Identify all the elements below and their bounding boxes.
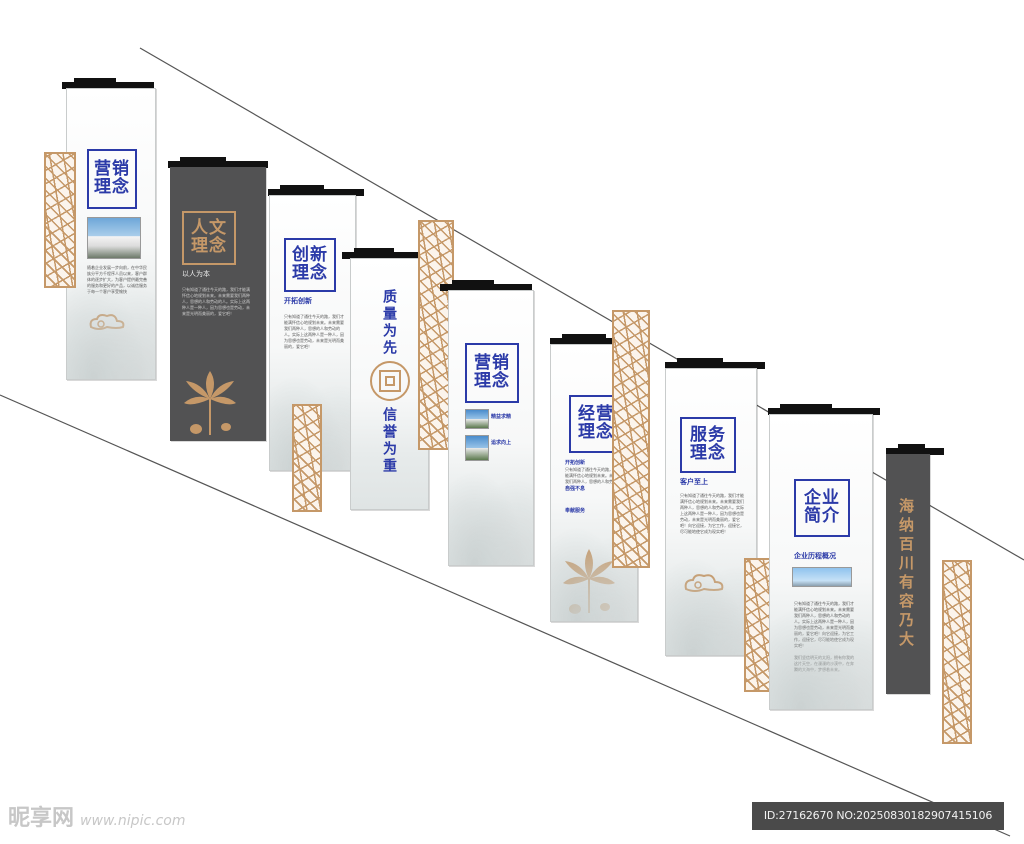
panel-8-title-line2: 简介: [804, 506, 840, 526]
panel-7-title-line2: 理念: [690, 443, 726, 463]
panel-7-title-box: 服务 理念: [680, 417, 736, 473]
panel-2-title-line1: 人文: [191, 218, 227, 239]
lotus-icon: [184, 371, 236, 435]
panel-8-title-box: 企业 简介: [794, 479, 850, 537]
panel-2-title-box: 人文 理念: [182, 211, 236, 265]
panel-marketing-1: 营销 理念 随着企业发展一步向前，在中华民族分平方千程序人员以来，客户群体的逐步…: [66, 88, 156, 380]
lattice-screen-2: [292, 404, 322, 512]
panel-8-top-cap: [768, 404, 880, 415]
panel-5-caption-1: 精益求精: [491, 414, 512, 420]
panel-8-title-line1: 企业: [804, 488, 840, 509]
panel-3-title-box: 创新 理念: [284, 238, 336, 292]
panel-7-landscape: [666, 540, 756, 655]
panel-2-title-line2: 理念: [191, 236, 227, 256]
panel-4-vertical-motto-top: 质量为先: [381, 289, 397, 357]
upper-stair-line: [139, 47, 1024, 561]
panel-7-body-text: 只有知道了通往今天的路，我们才能满怀信心地规划未来。未来需要我们两种人，思想的人…: [680, 493, 744, 534]
panel-2-subtitle: 以人为本: [182, 270, 210, 278]
panel-5-top-cap: [440, 280, 532, 291]
panel-3-title-line2: 理念: [292, 263, 328, 283]
panel-3-top-cap: [268, 185, 364, 196]
panel-6-subtitle-1: 开拓创新: [565, 460, 586, 466]
panel-7-title-line1: 服务: [690, 425, 726, 446]
panel-6-title-line2: 理念: [578, 422, 614, 442]
panel-3-subtitle: 开拓创新: [284, 297, 312, 305]
panel-5-photo-1: [465, 409, 489, 429]
panel-7-subtitle: 客户至上: [680, 478, 708, 486]
panel-5-title-line1: 营销: [474, 353, 510, 374]
panel-1-title-line1: 营销: [94, 159, 130, 180]
panel-8-subtitle: 企业历程概况: [794, 552, 836, 560]
panel-9-vertical-motto: 海纳百川有容乃大: [897, 498, 915, 650]
panel-1-top-cap: [62, 78, 154, 89]
panel-marketing-2: 营销 理念 精益求精 追求向上: [448, 290, 534, 566]
lattice-screen-3: [418, 220, 454, 450]
panel-quality: 质量为先 信誉为重: [350, 258, 429, 510]
panel-1-landscape: [67, 263, 155, 379]
panel-2-top-cap: [168, 157, 268, 168]
panel-6-title-line1: 经营: [578, 404, 614, 425]
watermark-logo: 昵享网 www.nipic.com: [8, 800, 186, 832]
panel-3-body-text: 只有知道了通往今天的路，我们才能满怀信心地规划未来。未来需要我们两种人，思想的人…: [284, 314, 344, 349]
panel-7-top-cap: [665, 358, 765, 369]
lattice-screen-1: [44, 152, 76, 288]
lower-stair-line: [0, 394, 1011, 837]
panel-innovation: 创新 理念 开拓创新 只有知道了通往今天的路，我们才能满怀信心地规划未来。未来需…: [269, 195, 356, 471]
panel-5-caption-2: 追求向上: [491, 440, 512, 446]
panel-service: 服务 理念 客户至上 只有知道了通往今天的路，我们才能满怀信心地规划未来。未来需…: [665, 368, 757, 656]
panel-4-vertical-motto-bottom: 信誉为重: [381, 407, 397, 475]
chinese-knot-icon: [370, 361, 410, 401]
panel-1-title-box: 营销 理念: [87, 149, 137, 209]
lattice-screen-4: [612, 310, 650, 568]
image-id-bar: ID:27162670 NO:20250830182907415106: [752, 802, 1004, 830]
panel-8-banner-photo: [792, 567, 852, 587]
panel-motto: 海纳百川有容乃大: [886, 454, 930, 694]
panel-1-title-line2: 理念: [94, 177, 130, 197]
panel-5-title-line2: 理念: [474, 371, 510, 391]
panel-6-title-box: 经营 理念: [569, 395, 623, 453]
panel-humanity: 人文 理念 以人为本 只有知道了通往今天的路，我们才能满怀信心地规划未来。未来需…: [170, 167, 266, 441]
panel-2-body-text: 只有知道了通往今天的路，我们才能满怀信心地规划未来。未来需要我们两种人，思想的人…: [182, 287, 250, 316]
panel-3-title-line1: 创新: [292, 245, 328, 266]
panel-6-body-text: 只有知道了通往今天的路，我们才能满怀信心地规划未来。未来需要我们两种人，思想的人…: [565, 467, 625, 490]
panel-9-top-cap: [886, 444, 944, 455]
panel-8-landscape: [770, 591, 872, 709]
panel-company-intro: 企业 简介 企业历程概况 只有知道了通往今天的路，我们才能满怀信心地规划未来。未…: [769, 414, 873, 710]
lattice-screen-6: [942, 560, 972, 744]
panel-1-photo: [87, 217, 141, 259]
panel-4-top-cap: [342, 248, 428, 259]
watermark-url: www.nipic.com: [80, 813, 186, 829]
panel-6-top-cap: [550, 334, 646, 345]
watermark-brand: 昵享网: [8, 806, 75, 831]
panel-5-title-box: 营销 理念: [465, 343, 519, 403]
panel-6-subtitle-2: 自强不息: [565, 486, 586, 492]
panel-5-landscape: [449, 455, 533, 565]
